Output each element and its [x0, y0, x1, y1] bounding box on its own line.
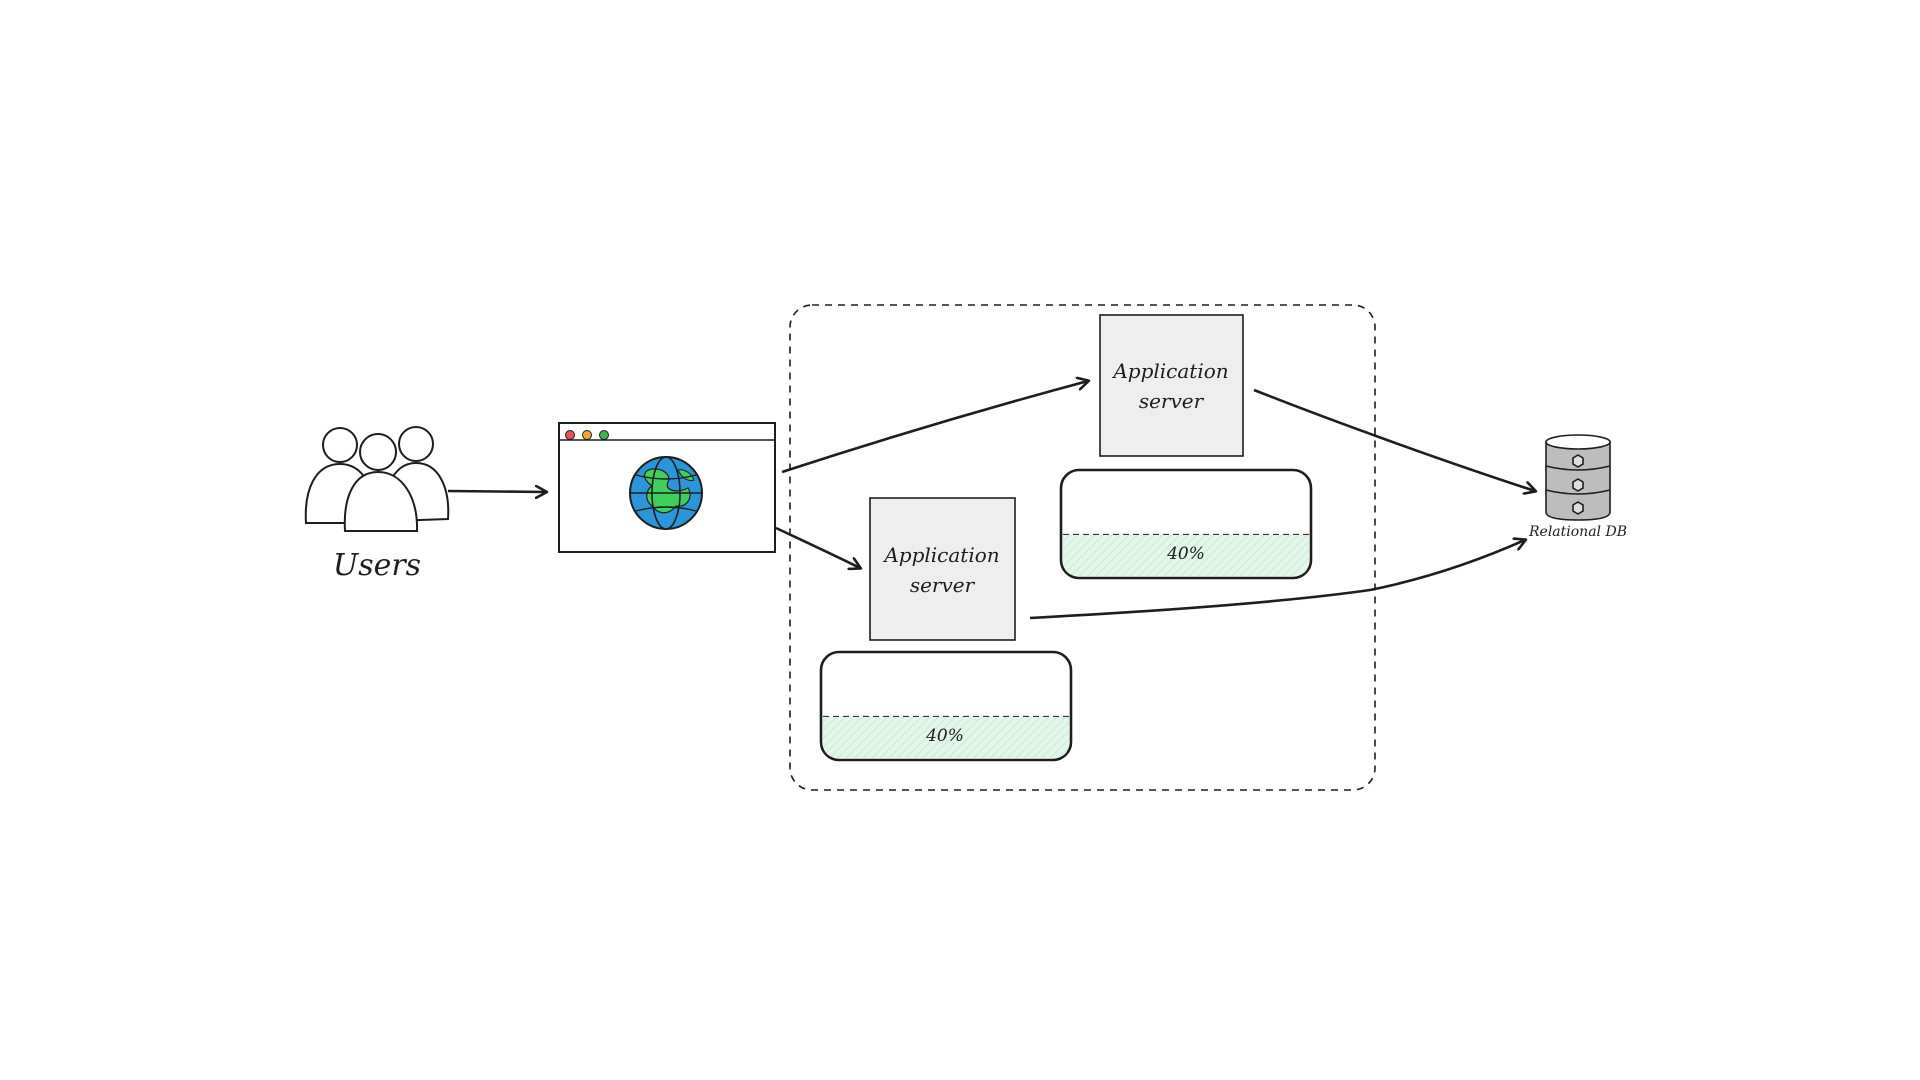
- browser-close-dot: [565, 430, 575, 440]
- arrow-users-to-browser: [447, 491, 546, 492]
- application-server-1: Application server: [1099, 314, 1244, 457]
- arrow-server-2-to-db: [1029, 540, 1525, 620]
- server-2-label-line1: Application: [882, 543, 999, 567]
- browser-maximize-dot: [599, 430, 609, 440]
- server-2-label-line2: server: [910, 573, 976, 597]
- server-1-label-line2: server: [1139, 389, 1205, 413]
- application-server-2: Application server: [869, 497, 1016, 641]
- database-icon: [1545, 434, 1611, 521]
- browser-minimize-dot: [582, 430, 592, 440]
- server-cluster-boundary: [789, 304, 1376, 791]
- server-1-load-fill: [1063, 534, 1309, 576]
- server-2-load-gauge: 40%: [819, 650, 1073, 762]
- arrow-browser-to-server-1: [781, 381, 1088, 474]
- globe-icon: [629, 456, 703, 530]
- arrow-browser-to-server-2: [775, 526, 860, 568]
- arrow-server-1-to-db: [1253, 388, 1535, 491]
- users-group-icon: [304, 426, 450, 532]
- server-2-load-fill: [823, 716, 1069, 758]
- server-1-label-line1: Application: [1111, 359, 1228, 383]
- server-1-load-gauge: 40%: [1059, 468, 1313, 580]
- users-label: Users: [333, 548, 421, 583]
- server-2-load-text: 40%: [925, 726, 964, 746]
- server-1-load-text: 40%: [1166, 544, 1205, 564]
- database-label: Relational DB: [1528, 524, 1627, 540]
